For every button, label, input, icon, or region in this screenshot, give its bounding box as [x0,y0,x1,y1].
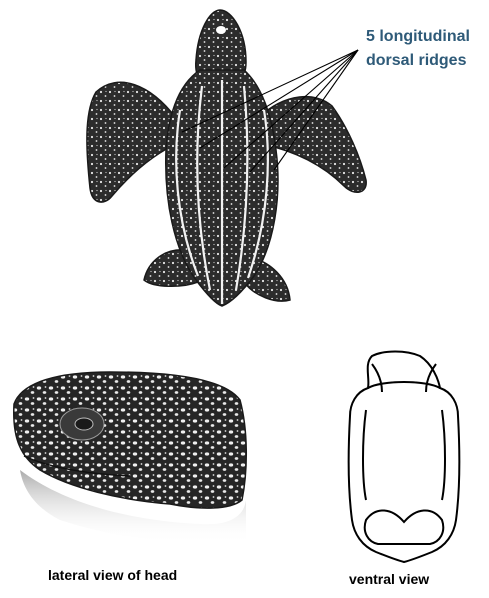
ridges-annotation-line-2: dorsal ridges [366,52,466,70]
turtle-dorsal-view [87,10,366,306]
plastron-lower-chevron [365,510,444,544]
plastron-right-groove [442,410,445,500]
head-spot [216,26,226,34]
lateral-view-caption: lateral view of head [48,567,177,583]
head-profile [14,372,247,508]
eye [75,418,93,430]
plastron-left-groove [363,410,366,500]
ventral-view [349,352,460,563]
plastron-neck-edge [368,382,440,388]
lateral-head-view [14,372,247,543]
ridges-annotation-line-1: 5 longitudinal [366,28,470,46]
ventral-view-caption: ventral view [349,571,429,587]
plastron-left-lobe [372,364,382,392]
